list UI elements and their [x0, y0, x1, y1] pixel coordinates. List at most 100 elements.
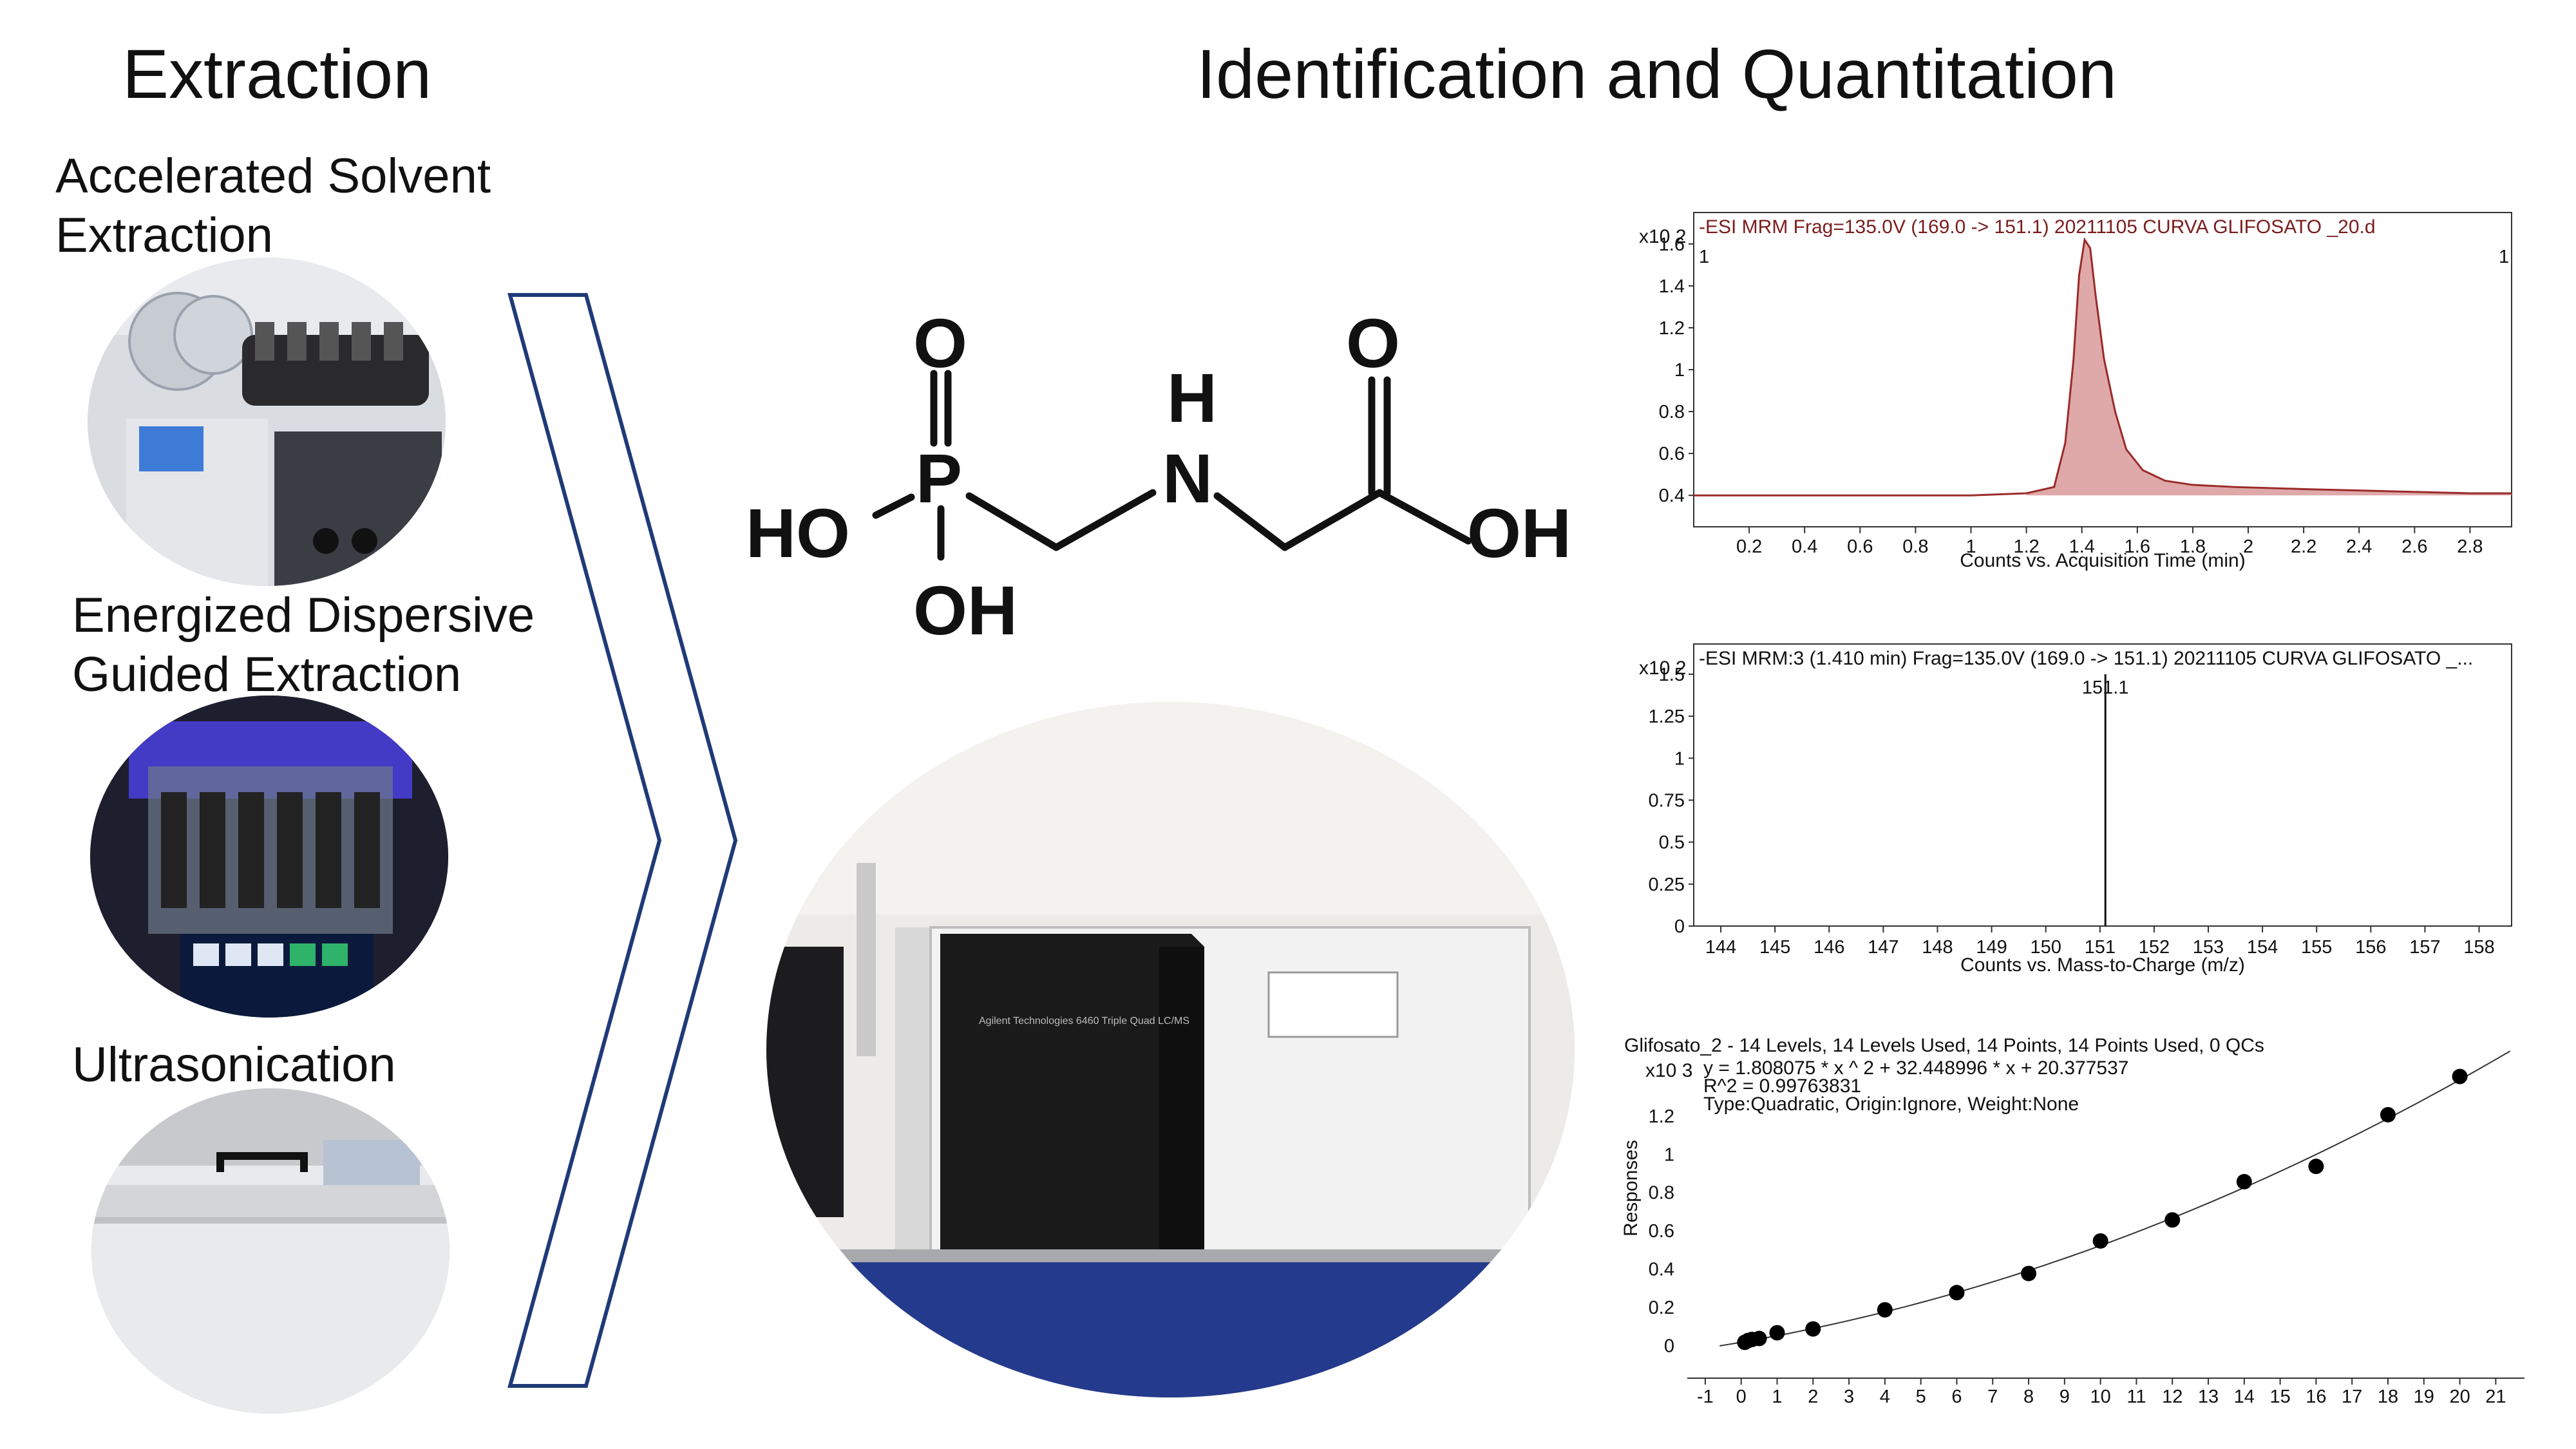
y-tick-label: 1 — [1674, 748, 1685, 769]
atom-h: H — [1167, 359, 1217, 437]
chromatogram-chart: -ESI MRM Frag=135.0V (169.0 -> 151.1) 20… — [1639, 212, 2512, 571]
method-label-edge-line2: Guided Extraction — [72, 647, 462, 702]
lcms-instrument-photo: Agilent Technologies 6460 Triple Quad LC… — [766, 702, 1575, 1397]
x-tick-label: 155 — [2301, 937, 2332, 958]
x-tick-label: 147 — [1868, 937, 1899, 958]
x-tick-label: 2.6 — [2401, 536, 2427, 557]
calibration-point — [1769, 1325, 1785, 1341]
x-tick-label: 7 — [1987, 1387, 1998, 1407]
x-tick-label: 158 — [2463, 937, 2494, 958]
bond-p-ch2 — [965, 492, 1060, 551]
x-tick-label: 1 — [1772, 1387, 1782, 1407]
x-tick-label: 1.6 — [2125, 536, 2150, 557]
fit-equation: y = 1.808075 * x ^ 2 + 32.448996 * x + 2… — [1703, 1057, 2128, 1079]
y-tick-label: 0.4 — [1649, 1260, 1674, 1280]
x-tick-label: 151 — [2085, 937, 2116, 958]
x-tick-label: 1.8 — [2180, 536, 2206, 557]
x-tick-label: 5 — [1916, 1387, 1926, 1407]
atom-p: P — [916, 439, 962, 517]
method-label-ultrasonication-line1: Ultrasonication — [72, 1037, 396, 1092]
calibration-point — [2021, 1265, 2037, 1282]
x-tick-label: 6 — [1951, 1387, 1962, 1407]
chart-multiplier: x10 3 — [1645, 1060, 1692, 1081]
calibration-point — [1751, 1331, 1767, 1347]
x-tick-label: 12 — [2162, 1387, 2183, 1407]
y-tick-label: 0.2 — [1649, 1298, 1674, 1318]
calibration-curve-chart: Glifosato_2 - 14 Levels, 14 Levels Used,… — [1620, 1035, 2524, 1407]
method-label-edge-line1: Energized Dispersive — [72, 588, 535, 643]
chart-multiplier: x10 2 — [1639, 658, 1686, 679]
x-tick-label: 15 — [2269, 1387, 2290, 1407]
x-tick-label: -1 — [1697, 1387, 1714, 1407]
bond-ch2-c — [1281, 489, 1383, 551]
y-tick-label: 1.5 — [1659, 665, 1685, 685]
glyphosate-structure: O P HO OH H N O OH — [746, 304, 1571, 649]
x-tick-label: 19 — [2414, 1387, 2434, 1407]
x-tick-label: 3 — [1844, 1387, 1854, 1407]
method-label-ultrasonication: Ultrasonication — [72, 1036, 396, 1095]
fit-type: Type:Quadratic, Origin:Ignore, Weight:No… — [1703, 1094, 2079, 1115]
x-tick-label: 0.6 — [1847, 536, 1873, 557]
x-tick-label: 2 — [1808, 1387, 1818, 1407]
bond-p-ho — [872, 493, 915, 519]
y-tick-label: 0 — [1674, 916, 1685, 937]
x-tick-label: 148 — [1922, 937, 1953, 958]
x-tick-label: 157 — [2409, 937, 2440, 958]
x-tick-label: 18 — [2378, 1387, 2398, 1407]
y-tick-label: 1.2 — [1659, 318, 1685, 339]
y-tick-label: 0.6 — [1659, 444, 1685, 464]
ultrasonic-bath-photo — [91, 1088, 450, 1414]
x-tick-label: 0 — [1736, 1387, 1747, 1407]
y-tick-label: 1.2 — [1649, 1106, 1674, 1127]
x-tick-label: 144 — [1705, 937, 1736, 958]
calibration-point — [1877, 1302, 1893, 1318]
chart-corner-right: 1 — [2499, 247, 2509, 267]
peak-label: 151.1 — [2082, 677, 2129, 698]
x-tick-label: 21 — [2485, 1387, 2506, 1407]
x-tick-label: 156 — [2355, 937, 2386, 958]
method-label-ase-line1: Accelerated Solvent — [55, 149, 491, 204]
x-tick-label: 150 — [2030, 937, 2061, 958]
chromatogram-trace — [1694, 237, 2512, 497]
method-label-edge: Energized Dispersive Guided Extraction — [72, 586, 535, 705]
edge-instrument-photo — [90, 696, 448, 1018]
x-tick-label: 146 — [1814, 937, 1844, 958]
peak-area — [2026, 240, 2512, 496]
x-tick-label: 152 — [2139, 937, 2170, 958]
calibration-point — [2236, 1173, 2252, 1189]
calibration-point — [2092, 1233, 2108, 1249]
chart-title: Glifosato_2 - 14 Levels, 14 Levels Used,… — [1624, 1035, 2264, 1056]
atom-n: N — [1162, 439, 1213, 517]
bond-c-oh — [1376, 489, 1472, 545]
y-tick-label: 0 — [1664, 1336, 1674, 1356]
y-tick-label: 1.4 — [1659, 276, 1685, 297]
chart-x-label: Counts vs. Mass-to-Charge (m/z) — [1960, 954, 2245, 976]
method-label-ase: Accelerated Solvent Extraction — [55, 147, 491, 265]
x-tick-label: 10 — [2090, 1387, 2110, 1407]
y-tick-label: 1.25 — [1649, 706, 1685, 727]
atom-oh-bottom: OH — [913, 571, 1018, 649]
x-tick-label: 20 — [2449, 1387, 2470, 1407]
y-tick-label: 1.6 — [1659, 234, 1685, 255]
mass-spectrum-chart: -ESI MRM:3 (1.410 min) Frag=135.0V (169.… — [1639, 643, 2512, 976]
x-tick-label: 0.2 — [1736, 536, 1762, 557]
calibration-point — [1949, 1285, 1965, 1301]
chart-title: -ESI MRM Frag=135.0V (169.0 -> 151.1) 20… — [1699, 216, 2376, 238]
chart-x-label: Counts vs. Acquisition Time (min) — [1960, 550, 2245, 571]
y-tick-label: 0.8 — [1659, 402, 1685, 422]
x-tick-label: 8 — [2023, 1387, 2034, 1407]
calibration-point — [2308, 1159, 2324, 1175]
x-tick-label: 153 — [2193, 937, 2224, 958]
extraction-header: Extraction — [122, 35, 432, 113]
x-tick-label: 145 — [1759, 937, 1790, 958]
x-tick-label: 154 — [2247, 937, 2278, 958]
x-tick-label: 2.4 — [2346, 536, 2372, 557]
atom-oh-right: OH — [1467, 494, 1571, 572]
x-tick-label: 1 — [1965, 536, 1976, 557]
x-tick-label: 9 — [2060, 1387, 2070, 1407]
calibration-point — [1805, 1321, 1821, 1337]
y-tick-label: 1 — [1674, 360, 1685, 381]
x-tick-label: 16 — [2306, 1387, 2326, 1407]
ase-instrument-photo — [88, 258, 446, 586]
x-tick-label: 13 — [2198, 1387, 2219, 1407]
